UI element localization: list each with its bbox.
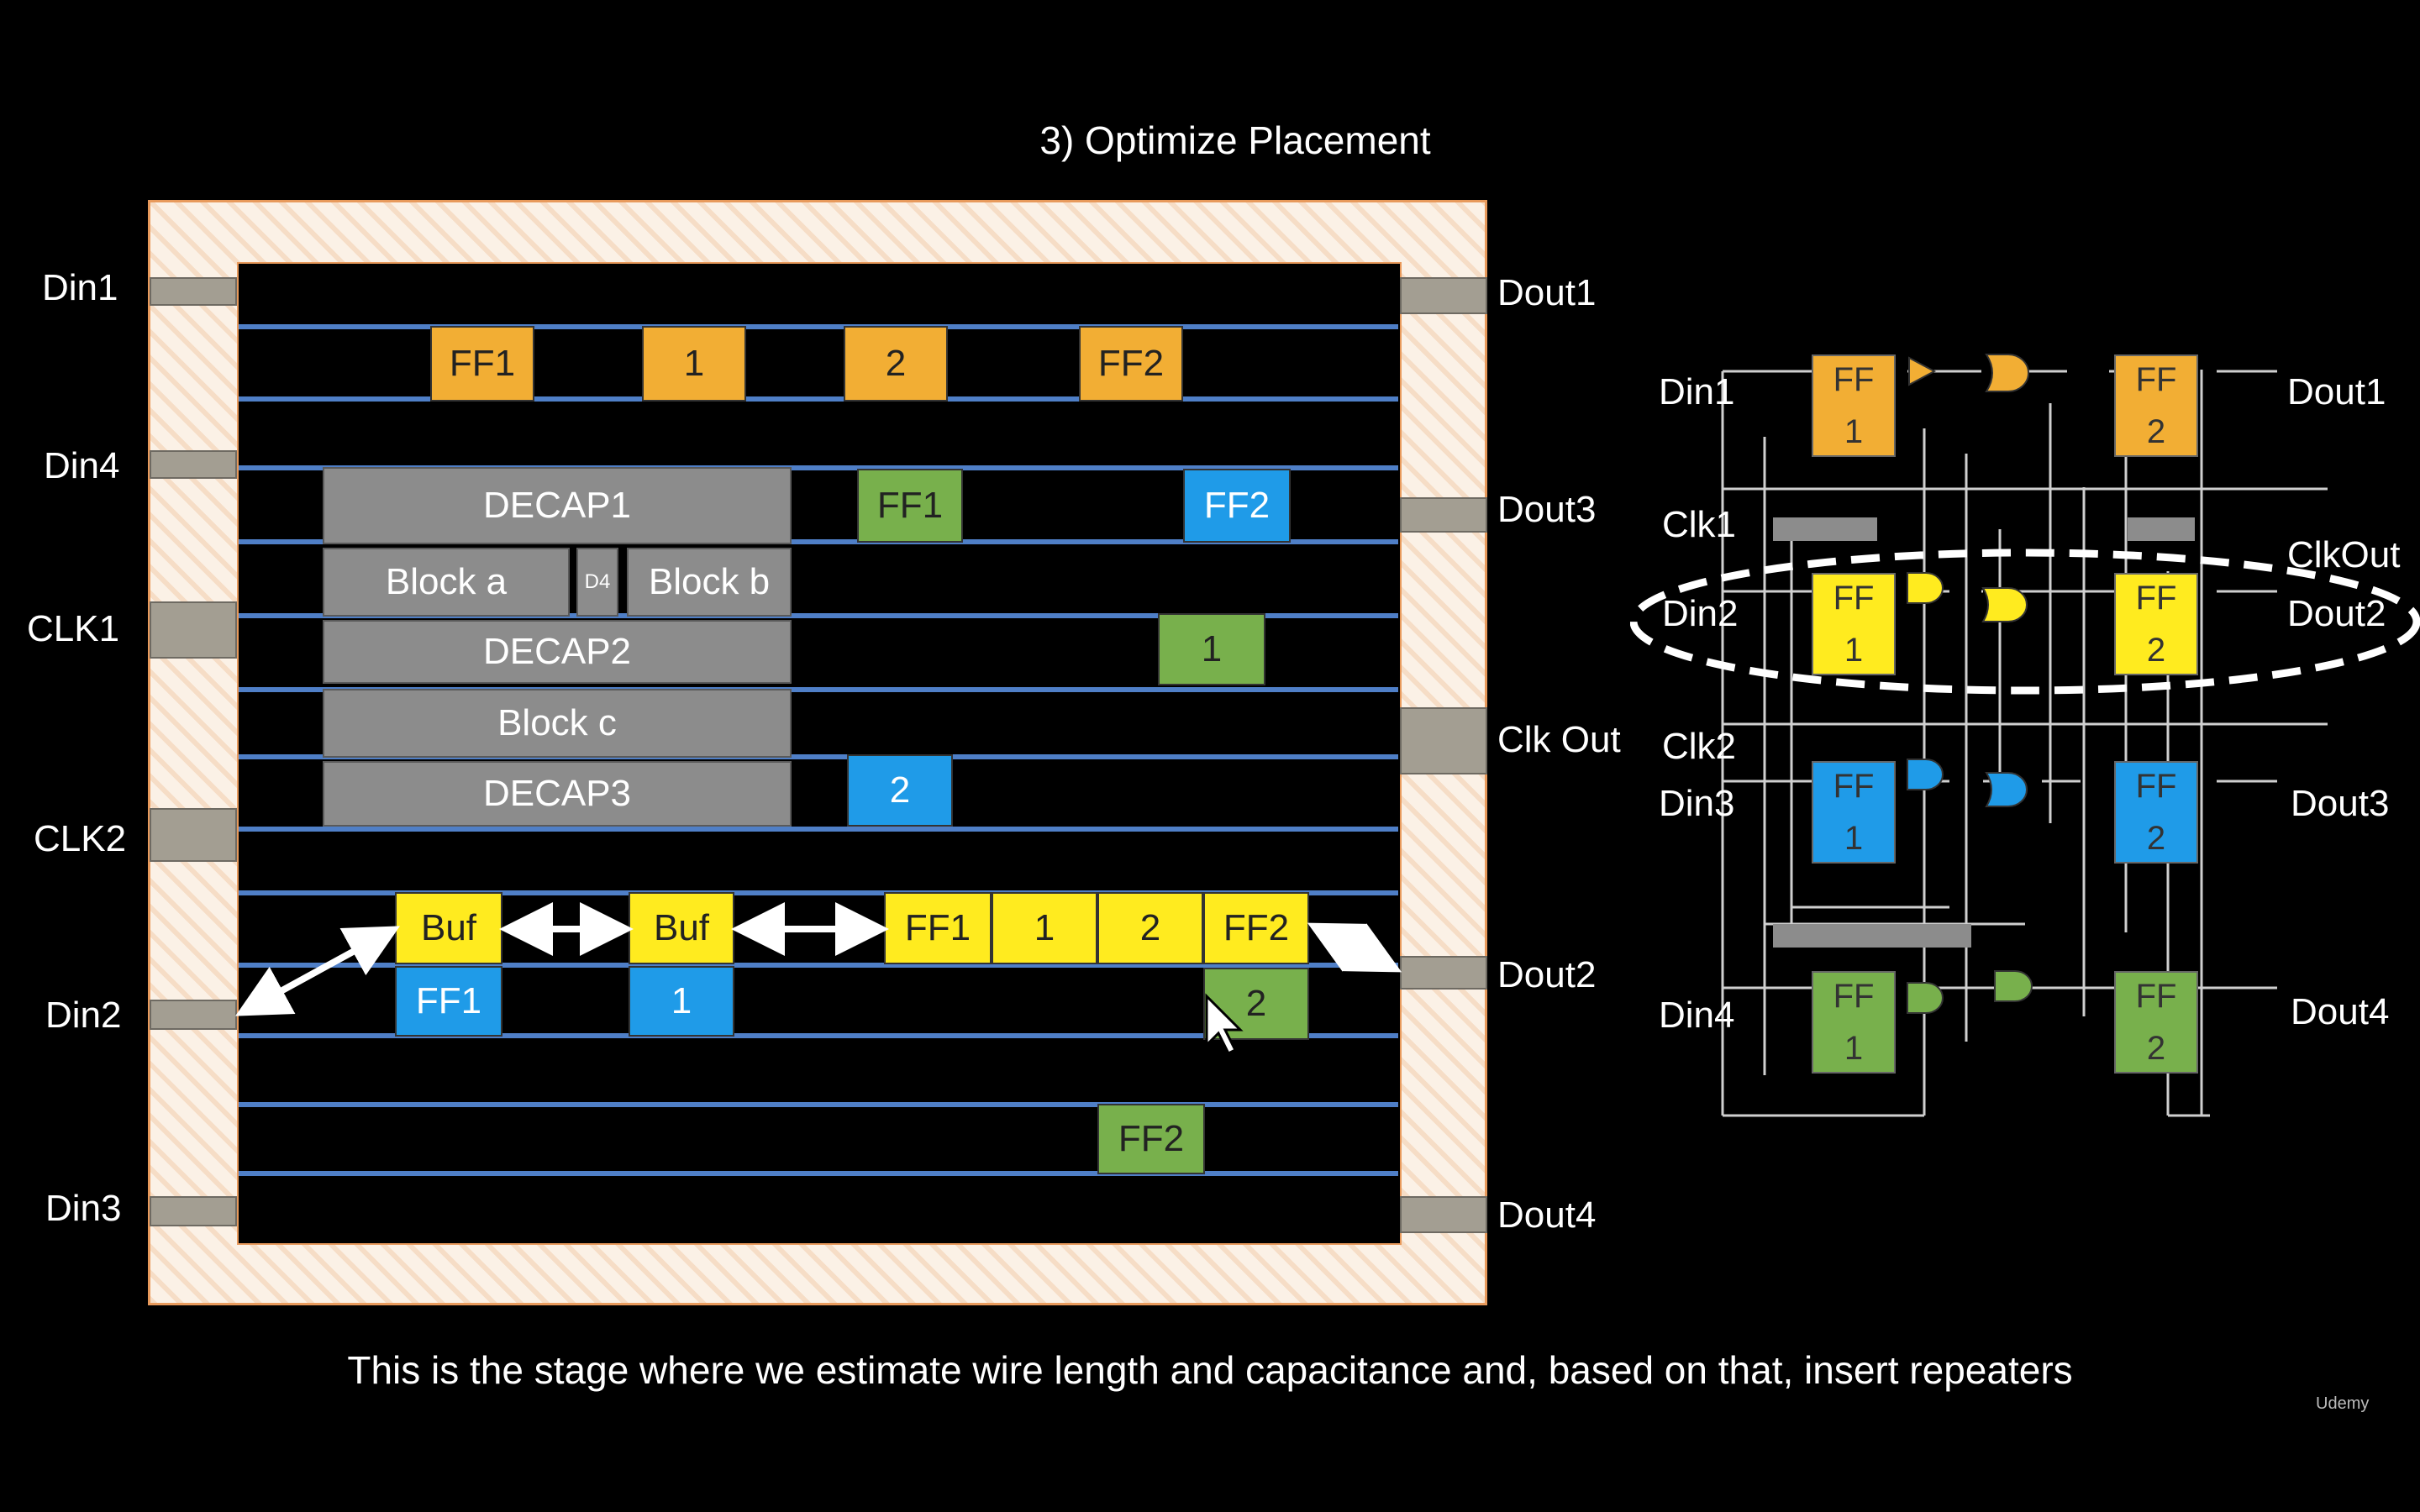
pad-dout2 <box>1400 956 1487 990</box>
pad-dout1 <box>1400 277 1487 314</box>
rail <box>239 827 1398 832</box>
pad-clkout <box>1400 707 1487 774</box>
arrow <box>234 926 401 1016</box>
sch-label: Dout3 <box>2291 783 2390 824</box>
sch-label: Dout1 <box>2287 371 2386 412</box>
slide-title: 3) Optimize Placement <box>1039 118 1431 162</box>
yellow-cell-ff2: FF2 <box>1203 892 1309 964</box>
pad-din4 <box>150 450 237 479</box>
pad-clk2 <box>150 808 237 862</box>
rail <box>239 754 1398 759</box>
green-cell-ff2: FF2 <box>1097 1104 1205 1174</box>
pin-label: Dout2 <box>1497 954 1597 995</box>
pin-label: Din4 <box>44 445 120 486</box>
pin-label: Clk Out <box>1497 719 1621 760</box>
pad-din1 <box>150 277 237 306</box>
sch-label: Din1 <box>1659 371 1735 412</box>
rail <box>239 1033 1398 1038</box>
pin-label: CLK2 <box>34 818 127 859</box>
pin-label: Dout1 <box>1497 272 1597 313</box>
rail <box>239 963 1398 968</box>
block-c: Block c <box>323 689 792 758</box>
blue-cell-1: 1 <box>629 966 734 1037</box>
yellow-buf-1: Buf <box>395 892 502 964</box>
rail <box>239 324 1398 329</box>
green-cell-1: 1 <box>1158 613 1265 685</box>
pad-din2 <box>150 1000 237 1030</box>
rail <box>239 465 1398 470</box>
rail <box>239 687 1398 692</box>
rail <box>239 1102 1398 1107</box>
orange-cell-ff2: FF2 <box>1079 326 1183 402</box>
pad-dout4 <box>1400 1196 1487 1233</box>
pad-din3 <box>150 1196 237 1226</box>
decap3-block: DECAP3 <box>323 761 792 827</box>
rail <box>239 539 1398 544</box>
pin-label: CLK1 <box>27 608 120 649</box>
block-b: Block b <box>627 548 792 617</box>
green-cell-ff1: FF1 <box>857 469 963 543</box>
yellow-cell-ff1: FF1 <box>884 892 992 964</box>
pad-dout3 <box>1400 497 1487 533</box>
caption-subtitle: This is the stage where we estimate wire… <box>347 1348 2073 1392</box>
pad-clk1 <box>150 601 237 659</box>
schematic-wires <box>1630 354 2420 1117</box>
sch-label: Clk2 <box>1662 726 1737 767</box>
cursor-icon <box>1205 993 1244 1056</box>
pin-label: Din2 <box>45 995 122 1036</box>
rail <box>239 396 1398 402</box>
yellow-cell-2: 2 <box>1097 892 1203 964</box>
blue-cell-ff2: FF2 <box>1183 469 1291 543</box>
d4-block: D4 <box>576 548 618 617</box>
orange-cell-2: 2 <box>844 326 948 402</box>
rail <box>239 613 1398 618</box>
sch-label: Din4 <box>1659 995 1735 1036</box>
decap1-block: DECAP1 <box>323 467 792 544</box>
pin-label: Din1 <box>42 267 118 308</box>
block-a: Block a <box>323 548 570 617</box>
pin-label: Dout4 <box>1497 1194 1597 1236</box>
blue-cell-2: 2 <box>847 754 953 827</box>
rail <box>239 1171 1398 1176</box>
highlight-ellipse <box>1630 549 2420 695</box>
sch-label: Dout4 <box>2291 991 2390 1032</box>
pin-label: Din3 <box>45 1188 122 1229</box>
blue-cell-ff1: FF1 <box>395 966 502 1037</box>
yellow-cell-1: 1 <box>992 892 1097 964</box>
orange-cell-ff1: FF1 <box>430 326 534 402</box>
sch-label: ClkOut <box>2287 534 2401 575</box>
sch-label: Din3 <box>1659 783 1735 824</box>
arrow <box>1307 922 1402 973</box>
green-cell-2: 2 <box>1203 968 1309 1040</box>
decap2-block: DECAP2 <box>323 620 792 684</box>
sch-label: Clk1 <box>1662 504 1737 545</box>
udemy-watermark: Udemy <box>2316 1394 2370 1413</box>
pin-label: Dout3 <box>1497 489 1597 530</box>
sch-label: Dout2 <box>2287 593 2386 634</box>
orange-cell-1: 1 <box>642 326 746 402</box>
rail <box>239 890 1398 895</box>
sch-label: Din2 <box>1662 593 1739 634</box>
